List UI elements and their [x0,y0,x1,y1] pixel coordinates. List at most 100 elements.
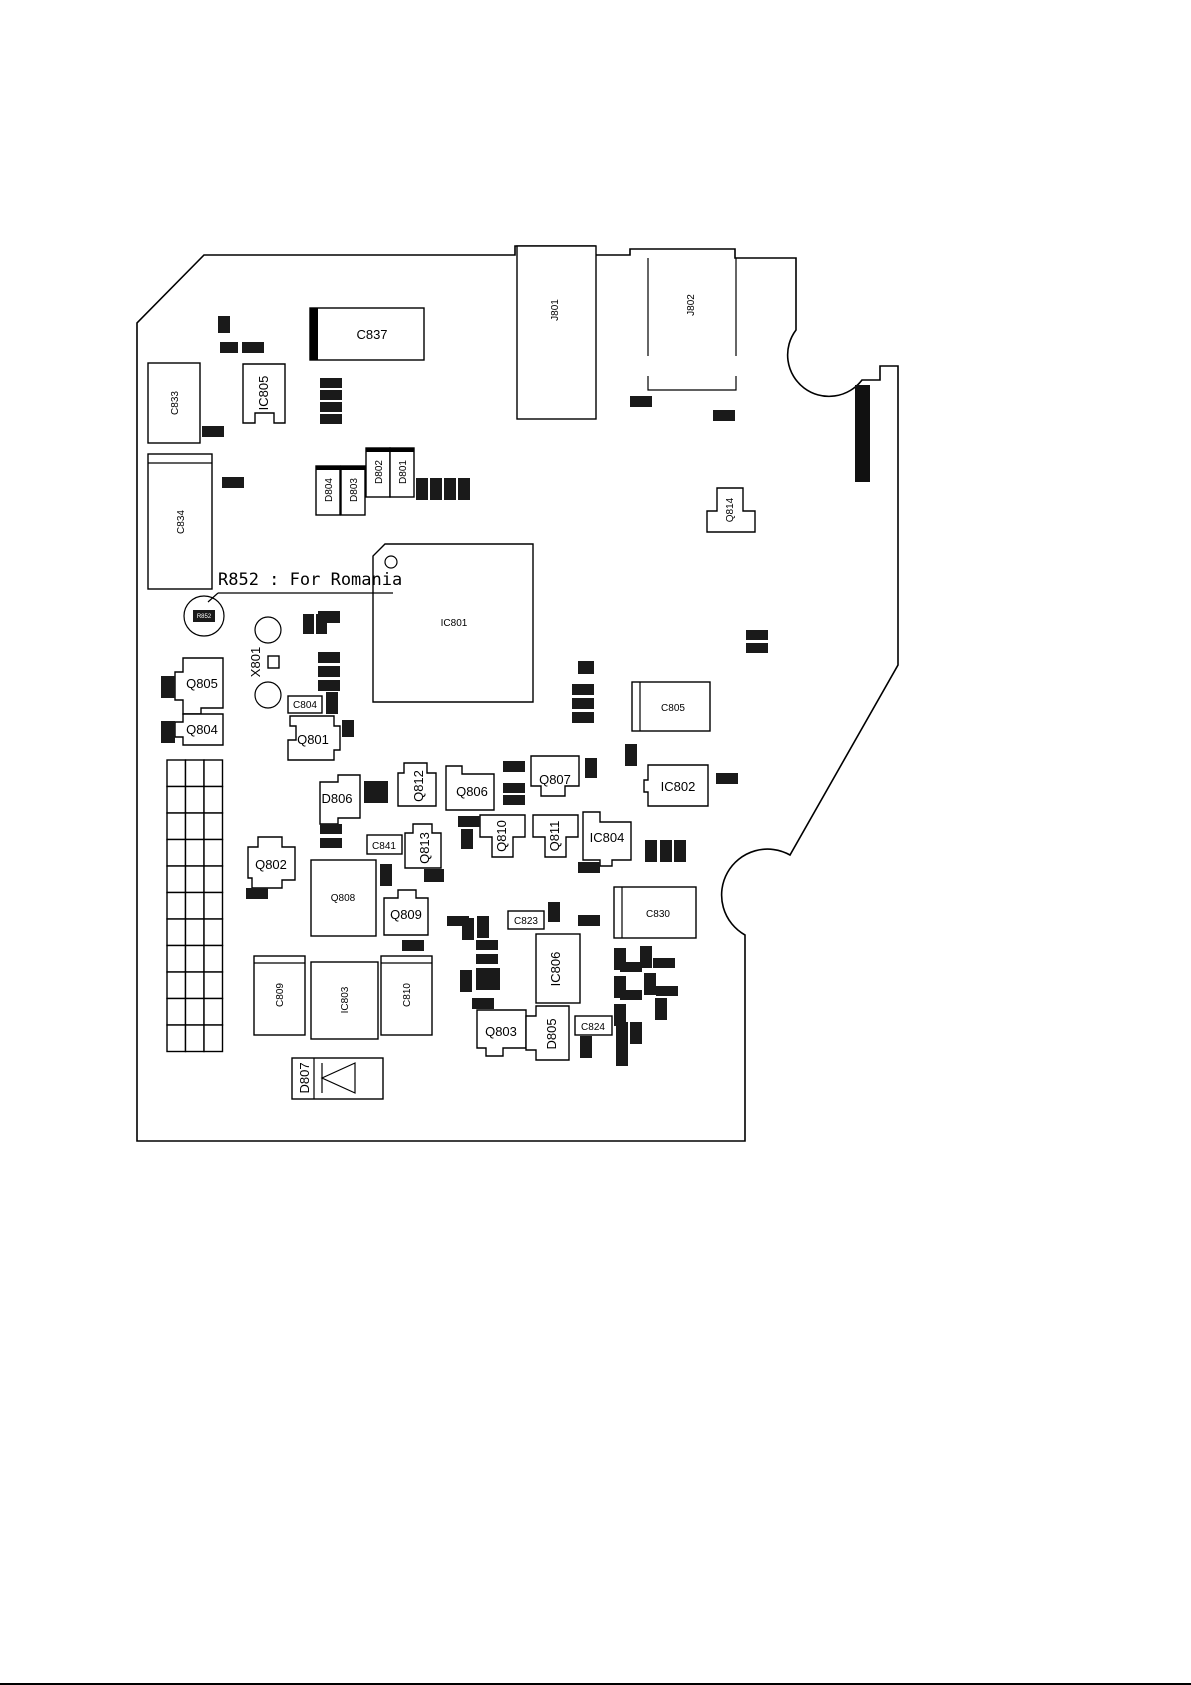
label-ic804: IC804 [590,830,625,845]
grid-pin-cell [167,972,186,999]
grid-pin-cell [167,919,186,946]
label-ic805: IC805 [256,376,271,411]
label-q808: Q808 [331,893,356,904]
grid-pin-cell [167,893,186,920]
smd-component-pad [548,902,560,922]
grid-pin-cell [204,919,223,946]
smd-component-pad [242,342,264,353]
grid-pin-cell [186,760,205,787]
label-q807: Q807 [539,772,571,787]
label-q805: Q805 [186,676,218,691]
label-d804: D804 [324,478,335,502]
smd-component-pad [660,840,672,862]
label-j801: J801 [550,299,561,321]
smd-component-pad [620,990,642,1000]
grid-pin-cell [204,946,223,973]
smd-component-pad [380,864,392,886]
smd-component-pad [218,316,230,333]
grid-pin-cell [186,999,205,1026]
label-c823: C823 [514,916,538,927]
label-q809: Q809 [390,907,422,922]
smd-component-pad [476,940,498,950]
label-d805: D805 [544,1018,559,1049]
label-q802: Q802 [255,857,287,872]
smd-component-pad [458,478,470,500]
smd-component-pad [161,676,175,698]
label-ic803: IC803 [340,986,351,1013]
smd-component-pad [460,970,472,992]
grid-pin-cell [204,866,223,893]
grid-pin-cell [204,813,223,840]
label-r852: R852 [197,614,212,620]
grid-pin-cell [186,1025,205,1052]
smd-component-pad [620,962,642,972]
label-q804: Q804 [186,722,218,737]
label-c837: C837 [356,327,387,342]
smd-component-pad [416,478,428,500]
smd-component-pad [246,888,268,899]
smd-component-pad [578,661,594,674]
smd-component-pad [644,973,656,995]
smd-component-pad [320,402,342,412]
smd-component-pad [342,720,354,737]
grid-pin-cell [167,813,186,840]
label-c830: C830 [646,909,670,920]
label-c841: C841 [372,841,396,852]
label-x801: X801 [248,647,263,677]
grid-pin-cell [186,840,205,867]
label-j802: J802 [686,294,697,316]
label-ic801: IC801 [441,618,468,629]
label-q801: Q801 [297,732,329,747]
label-ic806: IC806 [548,952,563,987]
smd-component-pad [488,968,500,990]
smd-component-pad [320,414,342,424]
label-d807: D807 [297,1062,312,1093]
smd-component-pad [472,998,494,1009]
grid-pin-cell [186,946,205,973]
smd-component-pad [578,915,600,926]
label-c804: C804 [293,700,317,711]
label-c809: C809 [275,983,286,1007]
smd-component-pad [458,816,480,827]
label-c833: C833 [170,391,181,415]
smd-component-pad [645,840,657,862]
smd-component-pad [320,824,342,834]
smd-component-pad [303,614,314,634]
label-q812: Q812 [411,770,426,802]
contact-strip [855,385,870,482]
smd-component-pad [503,795,525,805]
label-c805: C805 [661,703,685,714]
smd-component-pad [572,712,594,723]
grid-pin-cell [204,840,223,867]
smd-component-pad [318,680,340,691]
smd-component-pad [572,684,594,695]
smd-component-pad [580,1036,592,1058]
grid-pin-cell [167,946,186,973]
romania-note: R852 : For Romania [218,570,402,590]
smd-component-pad [320,378,342,388]
component-j801 [517,246,596,419]
smd-component-pad [461,829,473,849]
smd-component-pad [713,410,735,421]
label-d801: D801 [398,460,409,484]
grid-pin-cell [186,813,205,840]
label-d803: D803 [349,478,360,502]
smd-component-pad [318,611,340,623]
grid-pin-cell [204,999,223,1026]
smd-component-pad [318,666,340,677]
smd-component-pad [364,781,376,803]
grid-pin-cell [167,840,186,867]
grid-pin-cell [167,999,186,1026]
smd-component-pad [746,643,768,653]
grid-pin-cell [167,760,186,787]
smd-component-pad [444,478,456,500]
smd-component-pad [462,918,474,940]
smd-component-pad [326,692,338,714]
label-c810: C810 [402,983,413,1007]
grid-pin-cell [186,919,205,946]
grid-pin-cell [167,787,186,814]
smd-component-pad [161,721,175,743]
label-d806: D806 [321,791,352,806]
smd-component-pad [320,390,342,400]
grid-pin-cell [204,787,223,814]
